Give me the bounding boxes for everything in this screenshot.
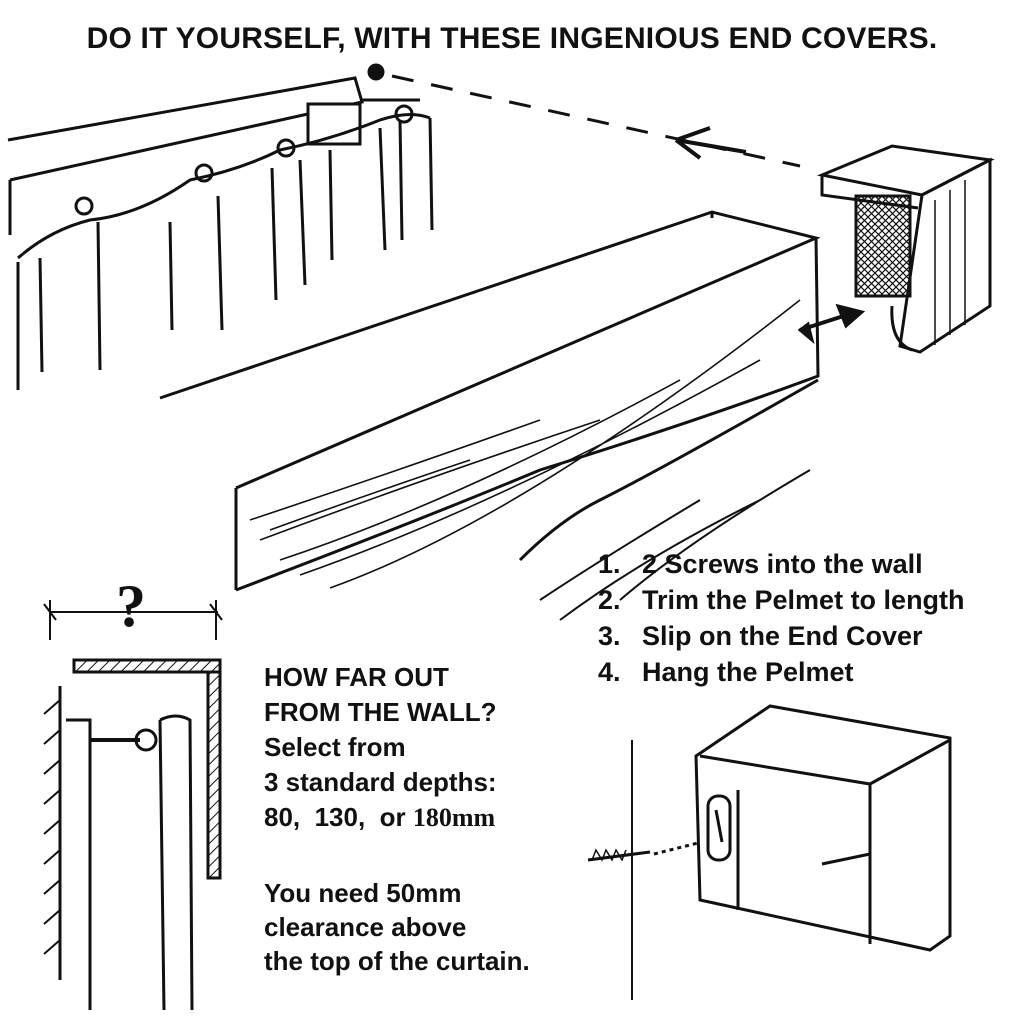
cross-section-diagram: [43, 600, 223, 1011]
step-item: 1.2 Screws into the wall: [598, 549, 923, 579]
depth-question: HOW FAR OUT FROM THE WALL? Select from 3…: [264, 660, 497, 835]
curtain-track-drawing: [7, 76, 434, 390]
depth-options: 80, 130, or 180mm: [264, 802, 496, 832]
page-title: DO IT YOURSELF, WITH THESE INGENIOUS END…: [86, 22, 938, 55]
end-cover-drawing: [816, 144, 995, 354]
screw-guide-line: [367, 63, 801, 168]
pelmet-board-drawing: [159, 210, 866, 621]
step-item: 3.Slip on the End Cover: [598, 621, 923, 651]
dimension-question-mark: ?: [116, 573, 146, 639]
steps-list: 1.2 Screws into the wall 2.Trim the Pelm…: [598, 546, 965, 690]
end-cover-mount-drawing: [587, 704, 952, 1000]
clearance-note: You need 50mm clearance above the top of…: [264, 878, 530, 976]
step-item: 2.Trim the Pelmet to length: [598, 585, 965, 615]
step-item: 4.Hang the Pelmet: [598, 657, 854, 687]
